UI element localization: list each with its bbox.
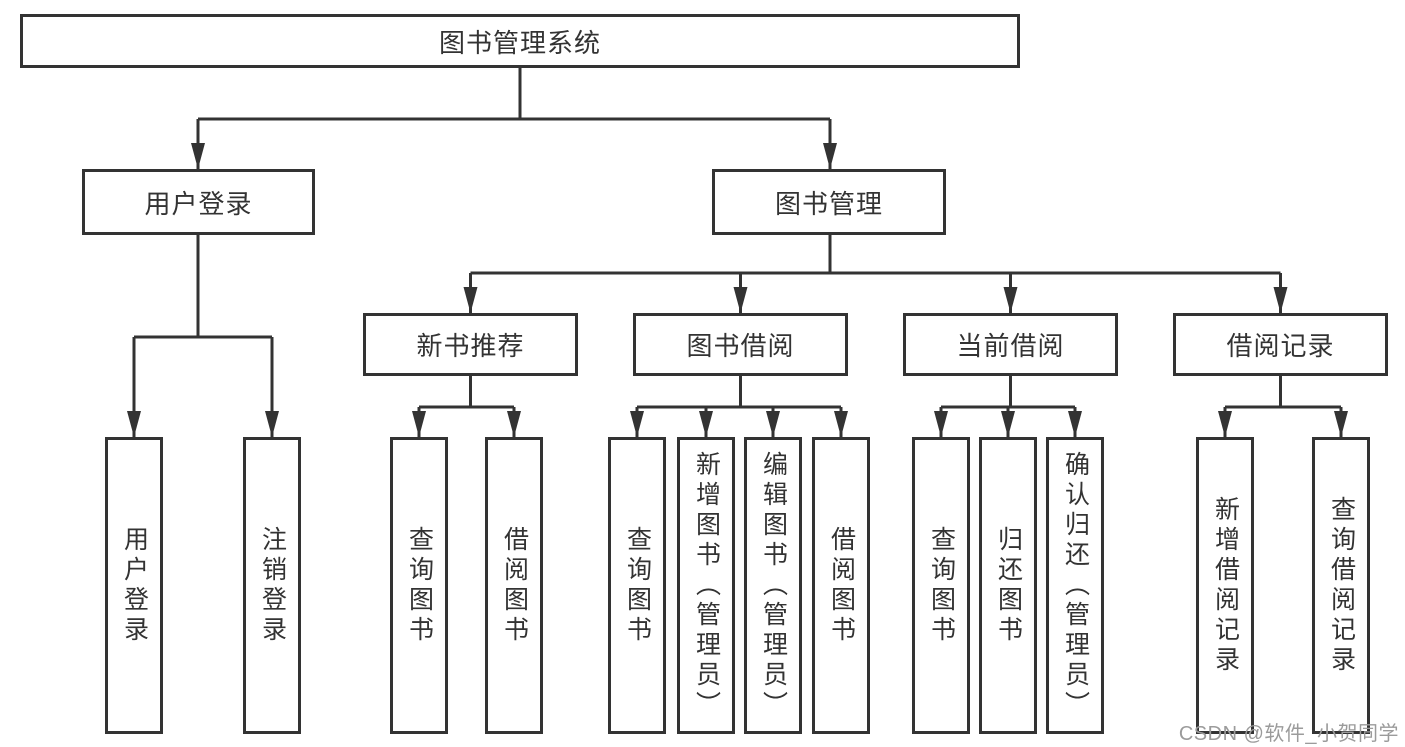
leaf-add-books-admin-label: 新增图书（管理员） xyxy=(692,450,721,721)
leaf-add-borrow-record: 新增借阅记录 xyxy=(1196,437,1254,734)
leaf-query-borrow-record: 查询借阅记录 xyxy=(1312,437,1370,734)
connector-skeleton xyxy=(134,68,1341,409)
leaf-logout-label: 注销登录 xyxy=(258,525,287,646)
leaf-query-books-current: 查询图书 xyxy=(912,437,970,734)
leaf-add-borrow-record-label: 新增借阅记录 xyxy=(1211,495,1240,676)
leaf-query-books-borrow-label: 查询图书 xyxy=(623,525,652,646)
node-borrow-records: 借阅记录 xyxy=(1173,313,1388,376)
node-book-management: 图书管理 xyxy=(712,169,946,235)
leaf-confirm-return-admin: 确认归还（管理员） xyxy=(1046,437,1104,734)
leaf-query-books-current-label: 查询图书 xyxy=(927,525,956,646)
node-user-login: 用户登录 xyxy=(82,169,315,235)
leaf-user-login-label: 用户登录 xyxy=(120,525,149,646)
leaf-query-books-recommend: 查询图书 xyxy=(390,437,448,734)
leaf-borrow-books-label: 借阅图书 xyxy=(827,525,856,646)
leaf-edit-books-admin: 编辑图书（管理员） xyxy=(744,437,802,734)
leaf-return-books: 归还图书 xyxy=(979,437,1037,734)
node-current-borrow: 当前借阅 xyxy=(903,313,1118,376)
leaf-borrow-books: 借阅图书 xyxy=(812,437,870,734)
node-book-borrow: 图书借阅 xyxy=(633,313,848,376)
leaf-return-books-label: 归还图书 xyxy=(994,525,1023,646)
csdn-watermark: CSDN @软件_小贺同学 xyxy=(1178,723,1399,745)
leaf-add-books-admin: 新增图书（管理员） xyxy=(677,437,735,734)
leaf-logout: 注销登录 xyxy=(243,437,301,734)
leaf-query-books-recommend-label: 查询图书 xyxy=(405,525,434,646)
leaf-query-borrow-record-label: 查询借阅记录 xyxy=(1327,495,1356,676)
leaf-confirm-return-admin-label: 确认归还（管理员） xyxy=(1061,450,1090,721)
leaf-user-login: 用户登录 xyxy=(105,437,163,734)
leaf-borrow-books-recommend: 借阅图书 xyxy=(485,437,543,734)
node-root-library-system: 图书管理系统 xyxy=(20,14,1020,68)
leaf-edit-books-admin-label: 编辑图书（管理员） xyxy=(759,450,788,721)
connector-arrows xyxy=(127,119,1348,437)
leaf-borrow-books-recommend-label: 借阅图书 xyxy=(500,525,529,646)
leaf-query-books-borrow: 查询图书 xyxy=(608,437,666,734)
node-new-book-recommend: 新书推荐 xyxy=(363,313,578,376)
